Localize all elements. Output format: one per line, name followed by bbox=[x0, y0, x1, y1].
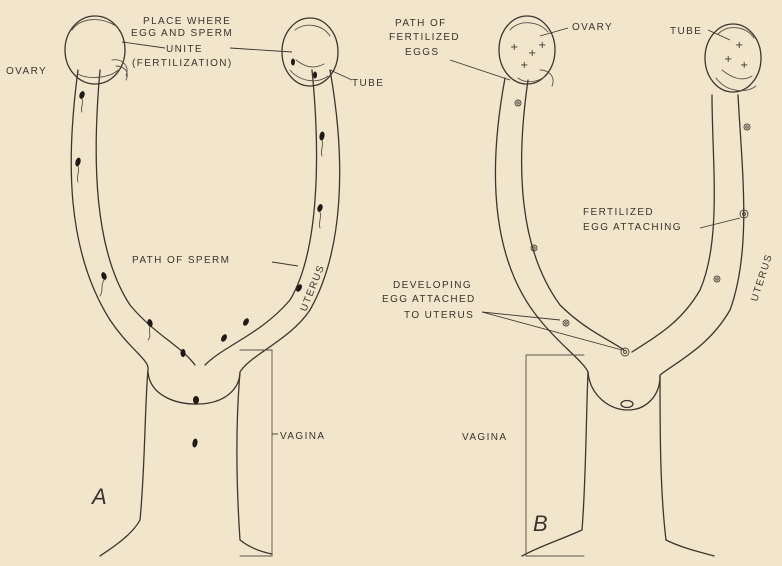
panel-b-dev-line2: EGG ATTACHED bbox=[382, 294, 476, 305]
panel-a-place-line1: PLACE WHERE bbox=[143, 16, 231, 27]
panel-a-tube-label: TUBE bbox=[352, 78, 384, 89]
panel-b-leader-tube bbox=[708, 30, 730, 40]
panel-b-ovary-left bbox=[499, 16, 555, 84]
panel-b-dev-line3: TO UTERUS bbox=[404, 310, 474, 321]
panel-a-path-of-sperm: PATH OF SPERM bbox=[132, 255, 230, 266]
panel-b-path-line3: EGGS bbox=[405, 47, 440, 58]
panel-a-leader-tube bbox=[330, 70, 352, 80]
svg-text:+: + bbox=[724, 54, 732, 65]
panel-b-vagina-label: VAGINA bbox=[462, 432, 507, 443]
panel-b-path-line2: FERTILIZED bbox=[389, 32, 460, 43]
panel-b-tube-label: TUBE bbox=[670, 26, 702, 37]
panel-a-leader-sperm bbox=[272, 262, 298, 266]
panel-b-leader-developing-1 bbox=[482, 312, 560, 320]
panel-a-right-tube-inner bbox=[205, 70, 317, 365]
panel-b-path-line1: PATH OF bbox=[395, 18, 447, 29]
svg-text:+: + bbox=[735, 40, 743, 51]
svg-text:+: + bbox=[740, 60, 748, 71]
panel-b-uterus-label: UTERUS bbox=[749, 252, 775, 302]
panel-b-cervix bbox=[588, 372, 660, 410]
panel-b-fert-line1: FERTILIZED bbox=[583, 207, 654, 218]
panel-a-ovary-label: OVARY bbox=[6, 66, 47, 77]
panel-b-os bbox=[621, 401, 633, 408]
panel-a-place-line3: UNITE bbox=[166, 44, 203, 55]
svg-text:+: + bbox=[528, 48, 536, 59]
svg-text:+: + bbox=[538, 40, 546, 51]
panel-b-right-tube-outer bbox=[660, 95, 744, 556]
panel-b-leader-ovary bbox=[540, 28, 568, 36]
panel-a-letter: A bbox=[90, 484, 107, 509]
panel-b-fert-line2: EGG ATTACHING bbox=[583, 222, 682, 233]
panel-a-place-line4: (FERTILIZATION) bbox=[132, 58, 233, 69]
panel-a-place-line2: EGG AND SPERM bbox=[131, 28, 233, 39]
panel-b-ovary-right bbox=[705, 24, 761, 92]
panel-a-leader-place bbox=[122, 42, 165, 48]
panel-a: OVARY PLACE WHERE EGG AND SPERM UNITE (F… bbox=[6, 16, 384, 556]
panel-b-leader-developing-2 bbox=[482, 312, 622, 350]
panel-a-sperm bbox=[74, 59, 325, 448]
panel-b: + + + + + + + PATH OF FERTILIZED EGGS OV… bbox=[382, 16, 775, 556]
panel-a-vagina-box bbox=[240, 350, 272, 556]
panel-b-dev-line1: DEVELOPING bbox=[393, 280, 472, 291]
panel-a-vagina-label: VAGINA bbox=[280, 431, 325, 442]
panel-b-letter: B bbox=[533, 511, 548, 536]
panel-b-ovary-label: OVARY bbox=[572, 22, 613, 33]
svg-text:+: + bbox=[510, 42, 518, 53]
svg-text:+: + bbox=[520, 60, 528, 71]
panel-b-leader-fertilized bbox=[700, 218, 740, 228]
panel-a-right-tube-outer bbox=[237, 70, 340, 554]
